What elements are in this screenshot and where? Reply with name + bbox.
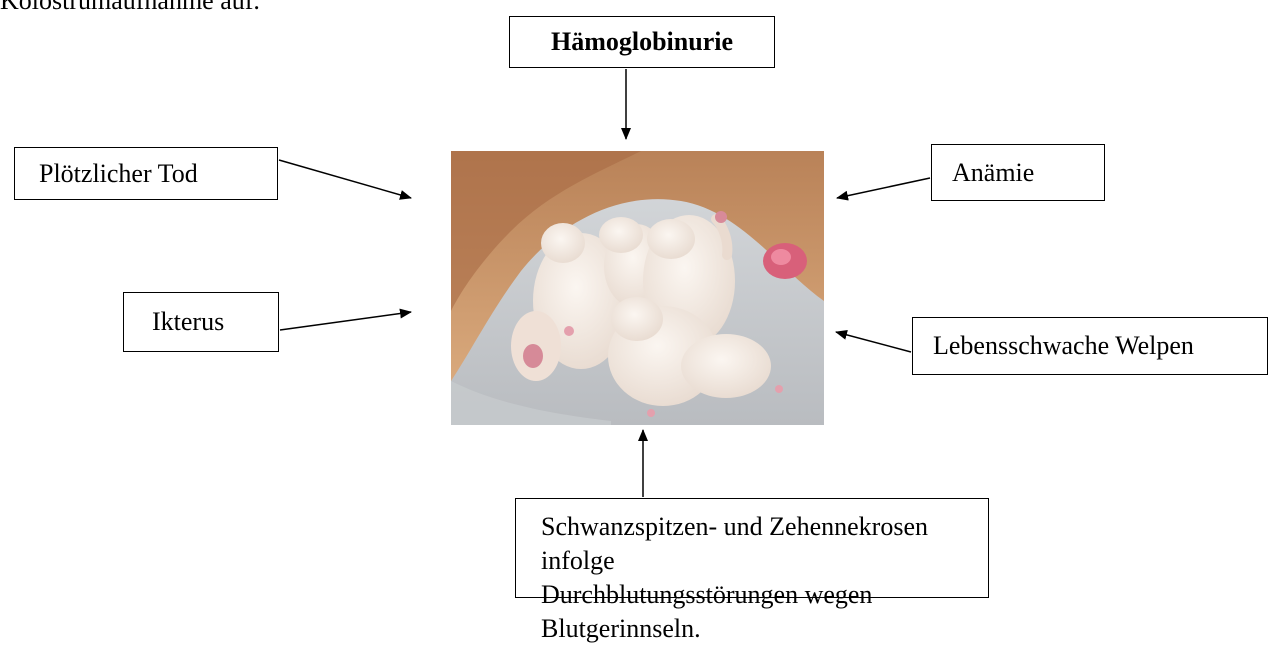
arrow-weak-puppies-to-photo bbox=[836, 332, 911, 352]
arrow-sudden-death-to-photo bbox=[279, 160, 411, 198]
arrow-jaundice-to-photo bbox=[280, 312, 411, 330]
arrow-anemia-to-photo bbox=[837, 178, 930, 198]
arrow-layer bbox=[0, 0, 1274, 591]
